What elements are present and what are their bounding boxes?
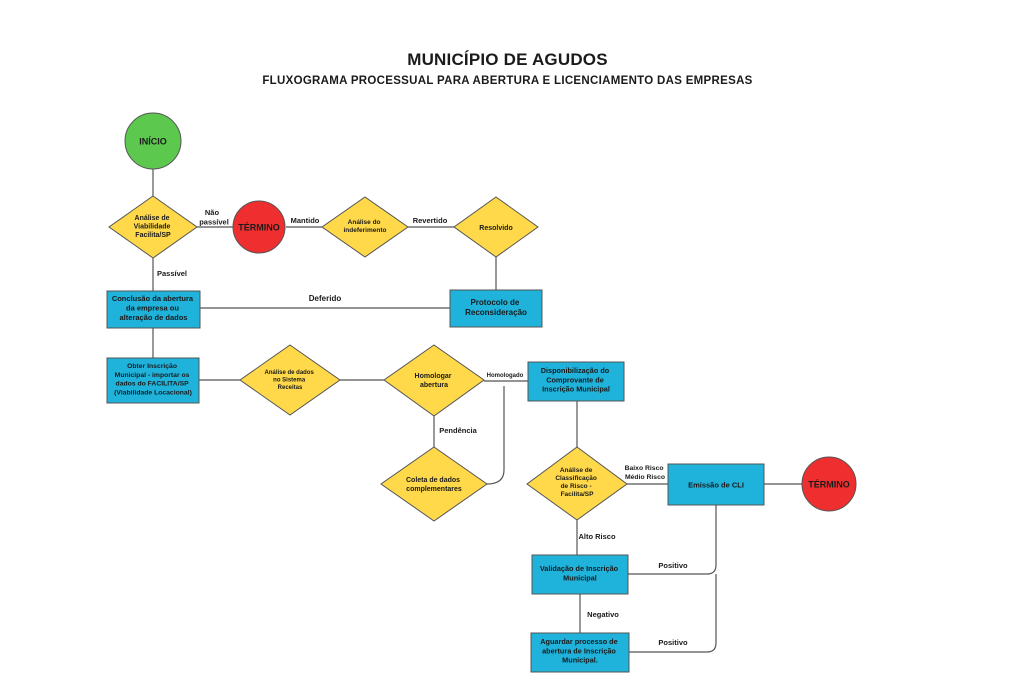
node-cli: Emissão de CLI: [667, 463, 765, 506]
page-title: MUNICÍPIO DE AGUDOS: [407, 50, 608, 69]
node-coleta: Coleta de dados complementares: [380, 446, 488, 522]
edge-label-pendencia: Pendência: [439, 426, 477, 435]
node-analise-dados: Análise de dados no Sistema Receitas: [239, 344, 341, 416]
node-inicio: INÍCIO: [124, 112, 182, 170]
termino1-label: TÉRMINO: [238, 223, 280, 233]
edge-label-negativo: Negativo: [587, 610, 619, 619]
node-inscricao: Obter Inscrição Municipal - importar os …: [106, 357, 200, 404]
node-conclusao: Conclusão da abertura da empresa ou alte…: [106, 290, 201, 329]
node-termino-1: TÉRMINO: [232, 200, 286, 254]
comprovante-label: Disponibilização do Comprovante de Inscr…: [541, 366, 612, 394]
edge-coleta-homologar: [486, 386, 505, 485]
node-homologar: Homologar abertura: [383, 344, 485, 417]
connectors: [152, 168, 802, 653]
node-resolvido: Resolvido: [453, 196, 539, 258]
coleta-label: Coleta de dados complementares: [406, 477, 462, 493]
node-comprovante: Disponibilização do Comprovante de Inscr…: [527, 361, 625, 402]
edge-label-nao-passivel: Não passível: [199, 208, 229, 227]
conclusao-label: Conclusão da abertura da empresa ou alte…: [112, 294, 195, 322]
node-protocolo: Protocolo de Reconsideração: [449, 289, 543, 328]
edge-label-deferido: Deferido: [309, 294, 342, 303]
node-indeferimento: Análise do indeferimento: [321, 196, 409, 258]
protocolo-label: Protocolo de Reconsideração: [465, 298, 527, 317]
edge-label-passivel: Passível: [157, 269, 187, 278]
resolvido-label: Resolvido: [479, 225, 512, 232]
edge-label-homologado: Homologado: [487, 373, 524, 379]
termino2-label: TÉRMINO: [808, 480, 850, 490]
edge-labels: Não passível Passível Mantido Revertido …: [157, 208, 688, 647]
risco-label: Análise de Classificação de Risco - Faci…: [555, 467, 598, 498]
node-termino-2: TÉRMINO: [801, 456, 857, 512]
edge-label-positivo-1: Positivo: [658, 561, 688, 570]
edge-label-positivo-2: Positivo: [658, 638, 688, 647]
viabilidade-label: Análise de Viabilidade Facilita/SP: [134, 215, 173, 239]
aguardar-label: Aguardar processo de abertura de Inscriç…: [540, 637, 619, 665]
edge-label-baixo-medio: Baixo Risco Médio Risco: [625, 465, 666, 481]
homologar-label: Homologar abertura: [415, 373, 454, 389]
cli-label: Emissão de CLI: [688, 481, 744, 490]
edge-label-alto-risco: Alto Risco: [578, 532, 616, 541]
node-validacao: Validação de Inscrição Municipal: [531, 554, 629, 595]
inicio-label: INÍCIO: [139, 137, 167, 147]
edge-label-mantido: Mantido: [291, 216, 320, 225]
node-viabilidade: Análise de Viabilidade Facilita/SP: [108, 195, 198, 259]
edge-aguardar-cli: [629, 574, 717, 653]
validacao-label: Validação de Inscrição Municipal: [540, 564, 620, 582]
page-subtitle: FLUXOGRAMA PROCESSUAL PARA ABERTURA E LI…: [262, 75, 753, 87]
indeferimento-label: Análise do indeferimento: [344, 219, 387, 234]
edge-label-revertido: Revertido: [413, 216, 448, 225]
edge-validacao-cli: [628, 505, 717, 575]
analise-dados-label: Análise de dados no Sistema Receitas: [264, 370, 315, 391]
node-risco: Análise de Classificação de Risco - Faci…: [526, 446, 628, 521]
inscricao-label: Obter Inscrição Municipal - importar os …: [114, 363, 192, 396]
node-aguardar: Aguardar processo de abertura de Inscriç…: [530, 632, 630, 673]
